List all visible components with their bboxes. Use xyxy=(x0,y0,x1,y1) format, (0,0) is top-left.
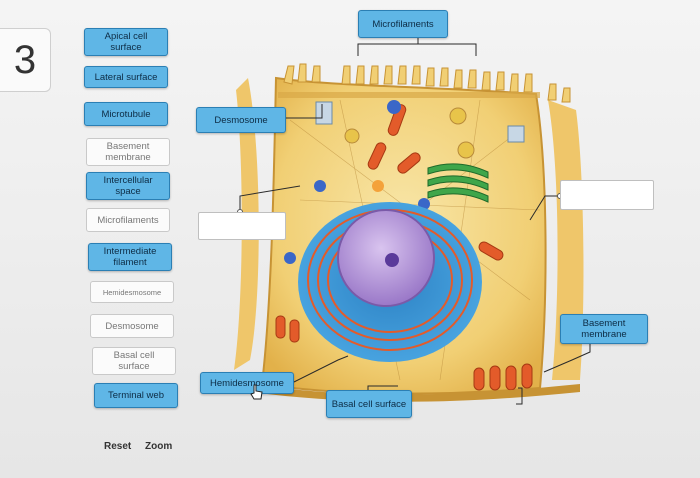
placed-hemidesmosome[interactable]: Hemidesmosome xyxy=(200,372,294,394)
zoom-button[interactable]: Zoom xyxy=(145,441,173,452)
reset-button[interactable]: Reset xyxy=(104,441,132,452)
word-basal-cell-surface-used: Basal cell surface xyxy=(92,347,176,375)
word-hemidesmosome-used: Hemidesmosome xyxy=(90,281,174,303)
pointer-hand-icon xyxy=(250,384,263,400)
placed-microfilaments[interactable]: Microfilaments xyxy=(358,10,448,38)
desmosome-right xyxy=(507,125,525,143)
golgi-apparatus xyxy=(427,163,489,203)
word-terminal-web[interactable]: Terminal web xyxy=(94,383,178,408)
drop-target-left[interactable] xyxy=(198,212,286,240)
word-intermediate-filament[interactable]: Intermediate filament xyxy=(88,243,172,271)
placed-basal-cell-surface[interactable]: Basal cell surface xyxy=(326,390,412,418)
placed-basement-membrane[interactable]: Basement membrane xyxy=(560,314,648,344)
mitochondria xyxy=(275,104,533,391)
right-neighbor-cell xyxy=(548,100,584,380)
word-desmosome-used: Desmosome xyxy=(90,314,174,338)
word-microfilaments-used: Microfilaments xyxy=(86,208,170,232)
microvilli xyxy=(283,63,571,103)
question-number: 3 xyxy=(0,28,51,92)
vesicles xyxy=(284,100,475,264)
word-apical-cell-surface[interactable]: Apical cell surface xyxy=(84,28,168,56)
word-basement-membrane-used: Basement membrane xyxy=(86,138,170,166)
word-lateral-surface[interactable]: Lateral surface xyxy=(84,66,168,88)
tight-junction xyxy=(315,101,333,125)
drop-target-right[interactable] xyxy=(560,180,654,210)
nucleolus xyxy=(385,253,399,267)
leader-lines xyxy=(239,38,591,405)
terminal-web-band xyxy=(278,92,540,98)
placed-desmosome[interactable]: Desmosome xyxy=(196,107,286,133)
word-microtubule[interactable]: Microtubule xyxy=(84,102,168,126)
word-intercellular-space[interactable]: Intercellular space xyxy=(86,172,170,200)
